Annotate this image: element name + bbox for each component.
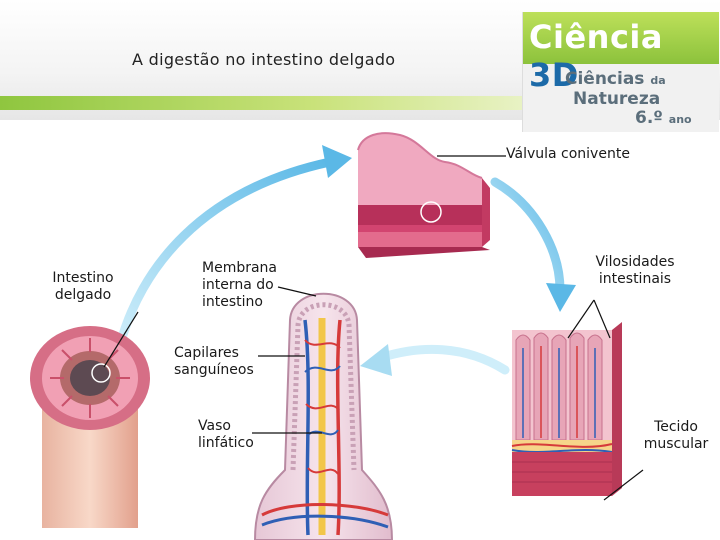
logo-brand-3d: 3D: [529, 56, 579, 94]
label-intestino-line2: delgado: [54, 287, 112, 303]
logo-subtitle: Ciências da Natureza 6.º ano: [565, 70, 715, 129]
label-tecido-line1: Tecido: [654, 419, 698, 435]
logo-brand: Ciência 3D: [529, 18, 719, 94]
arrow-to-tissue: [490, 177, 576, 312]
logo-line2: Natureza: [573, 89, 661, 109]
enlarged-villus: [253, 292, 394, 540]
leader-vilosidades-a: [567, 299, 595, 339]
logo-line3-small: ano: [668, 113, 692, 126]
label-valvula-conivente: Válvula conivente: [506, 146, 630, 162]
label-membrana-line3: intestino: [202, 294, 263, 310]
label-capilares-sanguineos: Capilares sanguíneos: [174, 345, 254, 379]
leader-tecido: [603, 469, 644, 501]
label-capilares-line1: Capilares: [174, 345, 239, 361]
arrow-to-villus: [360, 344, 510, 376]
logo-banner: [523, 12, 719, 64]
arrow-to-fold: [115, 145, 352, 350]
logo: Ciência 3D Ciências da Natureza 6.º ano: [522, 12, 719, 132]
label-capilares-line2: sanguíneos: [174, 362, 254, 378]
logo-brand-main: Ciência: [529, 18, 663, 56]
label-vaso-line1: Vaso: [198, 418, 231, 434]
label-tecido-muscular: Tecido muscular: [640, 419, 712, 453]
label-vaso-line2: linfático: [198, 435, 254, 451]
header-accent-bar: [0, 96, 522, 110]
label-intestino-delgado: Intestino delgado: [48, 270, 118, 304]
page-title: A digestão no intestino delgado: [132, 50, 396, 69]
leader-intestino: [103, 311, 139, 368]
label-intestino-line1: Intestino: [52, 270, 114, 286]
intestinal-fold-block: [357, 132, 490, 258]
label-membrana-line2: interna do: [202, 277, 274, 293]
label-tecido-line2: muscular: [643, 436, 709, 452]
label-membrana-line1: Membrana: [202, 260, 278, 276]
label-vilosidades-intestinais: Vilosidades intestinais: [590, 254, 680, 288]
label-vilosidades-line2: intestinais: [598, 271, 672, 287]
logo-line1-small: da: [650, 74, 666, 87]
label-membrana-interna: Membrana interna do intestino: [202, 260, 277, 311]
logo-line3: 6.º: [635, 108, 663, 128]
leader-membrana: [277, 286, 317, 297]
label-vilosidades-line1: Vilosidades: [595, 254, 675, 270]
logo-line1: Ciências: [565, 69, 645, 89]
intestine-tube: [30, 326, 150, 528]
label-vaso-linfatico: Vaso linfático: [198, 418, 254, 452]
leader-lines: [103, 155, 644, 501]
villi-tissue-block: [511, 322, 622, 496]
leader-vilosidades-b: [593, 299, 611, 339]
